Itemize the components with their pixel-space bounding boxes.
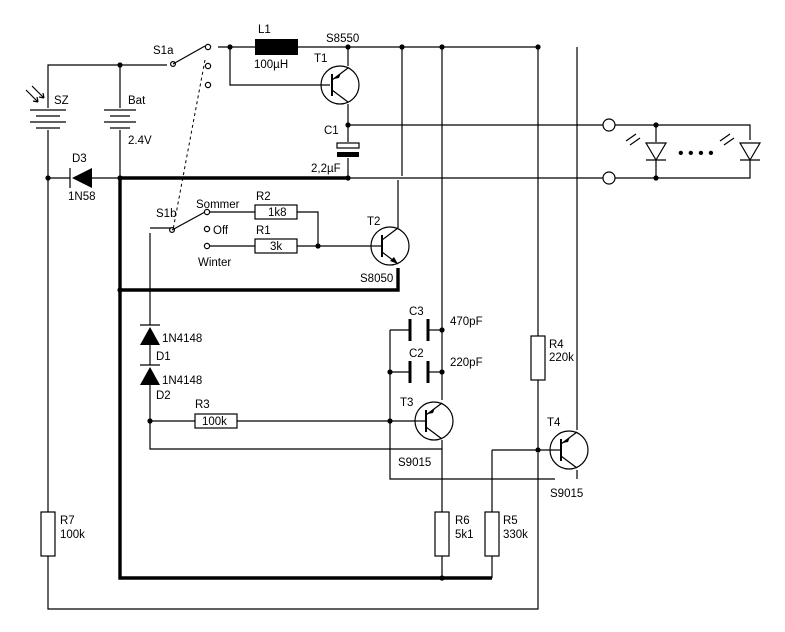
diode-d2: 1N4148 D2: [140, 364, 202, 402]
led-output: • • • •: [602, 118, 762, 185]
resistor-r2: R2 1k8: [254, 191, 298, 220]
c2-value: 220pF: [450, 357, 483, 369]
r3-label: R3: [195, 399, 210, 411]
d3-label: D3: [72, 153, 87, 165]
wires: [47, 46, 751, 610]
switch-s1a: S1a: [153, 43, 212, 89]
r2-value: 1k8: [268, 207, 287, 219]
t4-type: S9015: [550, 488, 583, 500]
capacitor-c2: C2 220pF: [408, 348, 483, 383]
capacitor-c1: C1 2,2µF: [311, 125, 360, 175]
t1-label: T1: [314, 53, 327, 65]
resistor-r5: R5 330k: [484, 511, 528, 557]
ground-rail: [118, 176, 492, 580]
resistor-r1: R1 3k: [254, 225, 298, 254]
c3-label: C3: [409, 306, 424, 318]
c3-value: 470pF: [450, 316, 483, 328]
resistor-r4: R4 220k: [530, 335, 574, 381]
d3-type: 1N58: [68, 191, 96, 203]
bat-voltage: 2.4V: [128, 135, 152, 147]
c1-label: C1: [324, 125, 339, 137]
switch-s1b: S1b Sommer Off Winter: [156, 199, 240, 269]
r5-label: R5: [503, 515, 518, 527]
l1-value: 100µH: [254, 59, 288, 71]
resistor-r6: R6 5k1: [434, 511, 474, 557]
r4-label: R4: [549, 339, 564, 351]
winter-label: Winter: [198, 257, 231, 269]
t4-label: T4: [547, 417, 561, 429]
t3-label: T3: [400, 397, 413, 409]
battery-bat: Bat 2.4V: [104, 95, 152, 147]
r4-value: 220k: [549, 352, 574, 364]
junction-dots: [45, 44, 541, 581]
c2-label: C2: [409, 348, 424, 360]
resistor-r3: R3 100k: [194, 399, 238, 429]
off-label: Off: [213, 225, 229, 237]
d1-label: D1: [156, 351, 171, 363]
transistor-t1: T1: [314, 53, 360, 105]
capacitor-c3: C3 470pF: [408, 306, 483, 341]
sz-label: SZ: [54, 95, 69, 107]
d2-type: 1N4148: [162, 375, 202, 387]
d2-label: D2: [156, 390, 171, 402]
r2-label: R2: [256, 191, 271, 203]
r5-value: 330k: [503, 529, 528, 541]
t2-type: S8050: [360, 273, 393, 285]
r6-label: R6: [455, 515, 470, 527]
s1a-label: S1a: [153, 45, 174, 57]
s1b-label: S1b: [156, 208, 176, 220]
l1-label: L1: [258, 24, 271, 36]
sommer-label: Sommer: [196, 199, 240, 211]
t3-type: S9015: [398, 457, 431, 469]
diode-d1: 1N4148 D1: [140, 324, 202, 363]
led-chain-dots: • • • •: [678, 145, 714, 162]
transistor-t2: T2 S8050: [360, 216, 410, 285]
inductor-l1: L1 100µH S8550: [254, 24, 359, 71]
transistor-t3: T3 S9015: [398, 397, 454, 469]
r3-value: 100k: [202, 416, 227, 428]
r6-value: 5k1: [455, 529, 474, 541]
d1-type: 1N4148: [162, 333, 202, 345]
transistor-t4: T4 S9015: [547, 417, 589, 500]
r7-value: 100k: [60, 529, 85, 541]
r1-label: R1: [256, 225, 271, 237]
resistor-r7: R7 100k: [40, 511, 85, 557]
t2-label: T2: [367, 216, 380, 228]
c1-value: 2,2µF: [311, 163, 341, 175]
t1-type: S8550: [326, 33, 359, 45]
solar-cell-sz: SZ: [25, 85, 69, 129]
r7-label: R7: [60, 515, 75, 527]
diode-d3: D3 1N58: [68, 153, 120, 203]
bat-label: Bat: [128, 95, 146, 107]
r1-value: 3k: [270, 241, 282, 253]
